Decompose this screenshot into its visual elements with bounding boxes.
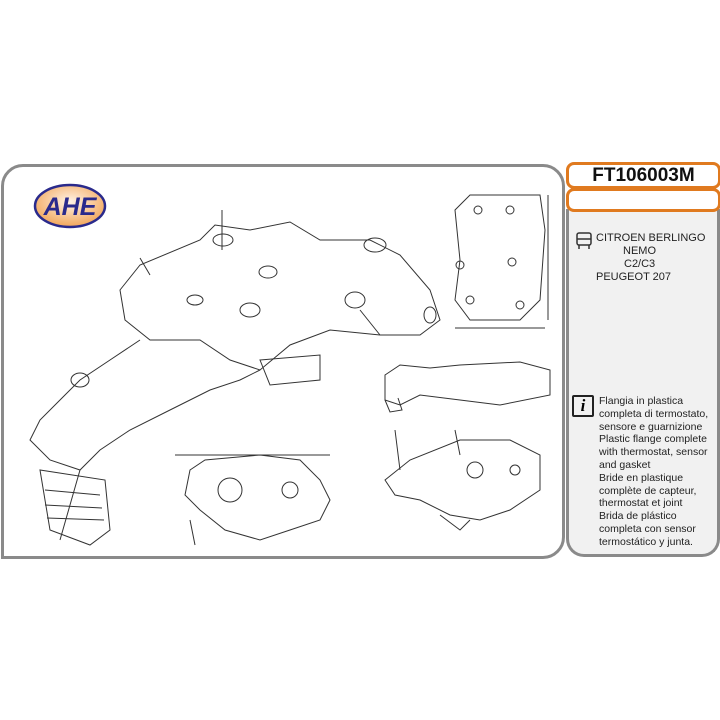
vehicle-line: PEUGEOT 207 [596, 271, 671, 283]
technical-drawings [29, 194, 551, 546]
vehicle-list: CITROEN BERLINGO NEMO C2/C3 PEUGEOT 207 [596, 232, 705, 284]
ahe-logo: AHE [33, 183, 107, 229]
vehicle-line: C2/C3 [624, 258, 656, 270]
front-view-drawing [175, 454, 331, 546]
truck-icon [576, 232, 592, 249]
product-code: FT106003M [566, 162, 720, 189]
description-french: Bride en plastique complète de capteur, … [599, 471, 697, 510]
gasket-dimension-drawing [454, 194, 549, 329]
info-icon: i [572, 395, 594, 417]
secondary-code-box [566, 188, 720, 212]
vehicle-line: CITROEN BERLINGO [596, 232, 706, 244]
isometric-view-drawing [384, 429, 541, 531]
svg-text:AHE: AHE [43, 193, 98, 221]
description-english: Plastic flange complete with thermostat,… [599, 433, 708, 471]
vehicle-line: NEMO [623, 245, 656, 257]
product-description: Flangia in plastica completa di termosta… [599, 395, 719, 549]
product-info-panel [566, 209, 720, 557]
description-spanish: Brida de plástico completa con sensor te… [599, 510, 696, 548]
side-view-drawing [384, 361, 551, 413]
main-part-drawing [29, 210, 441, 546]
description-italian: Flangia in plastica completa di termosta… [599, 395, 709, 433]
